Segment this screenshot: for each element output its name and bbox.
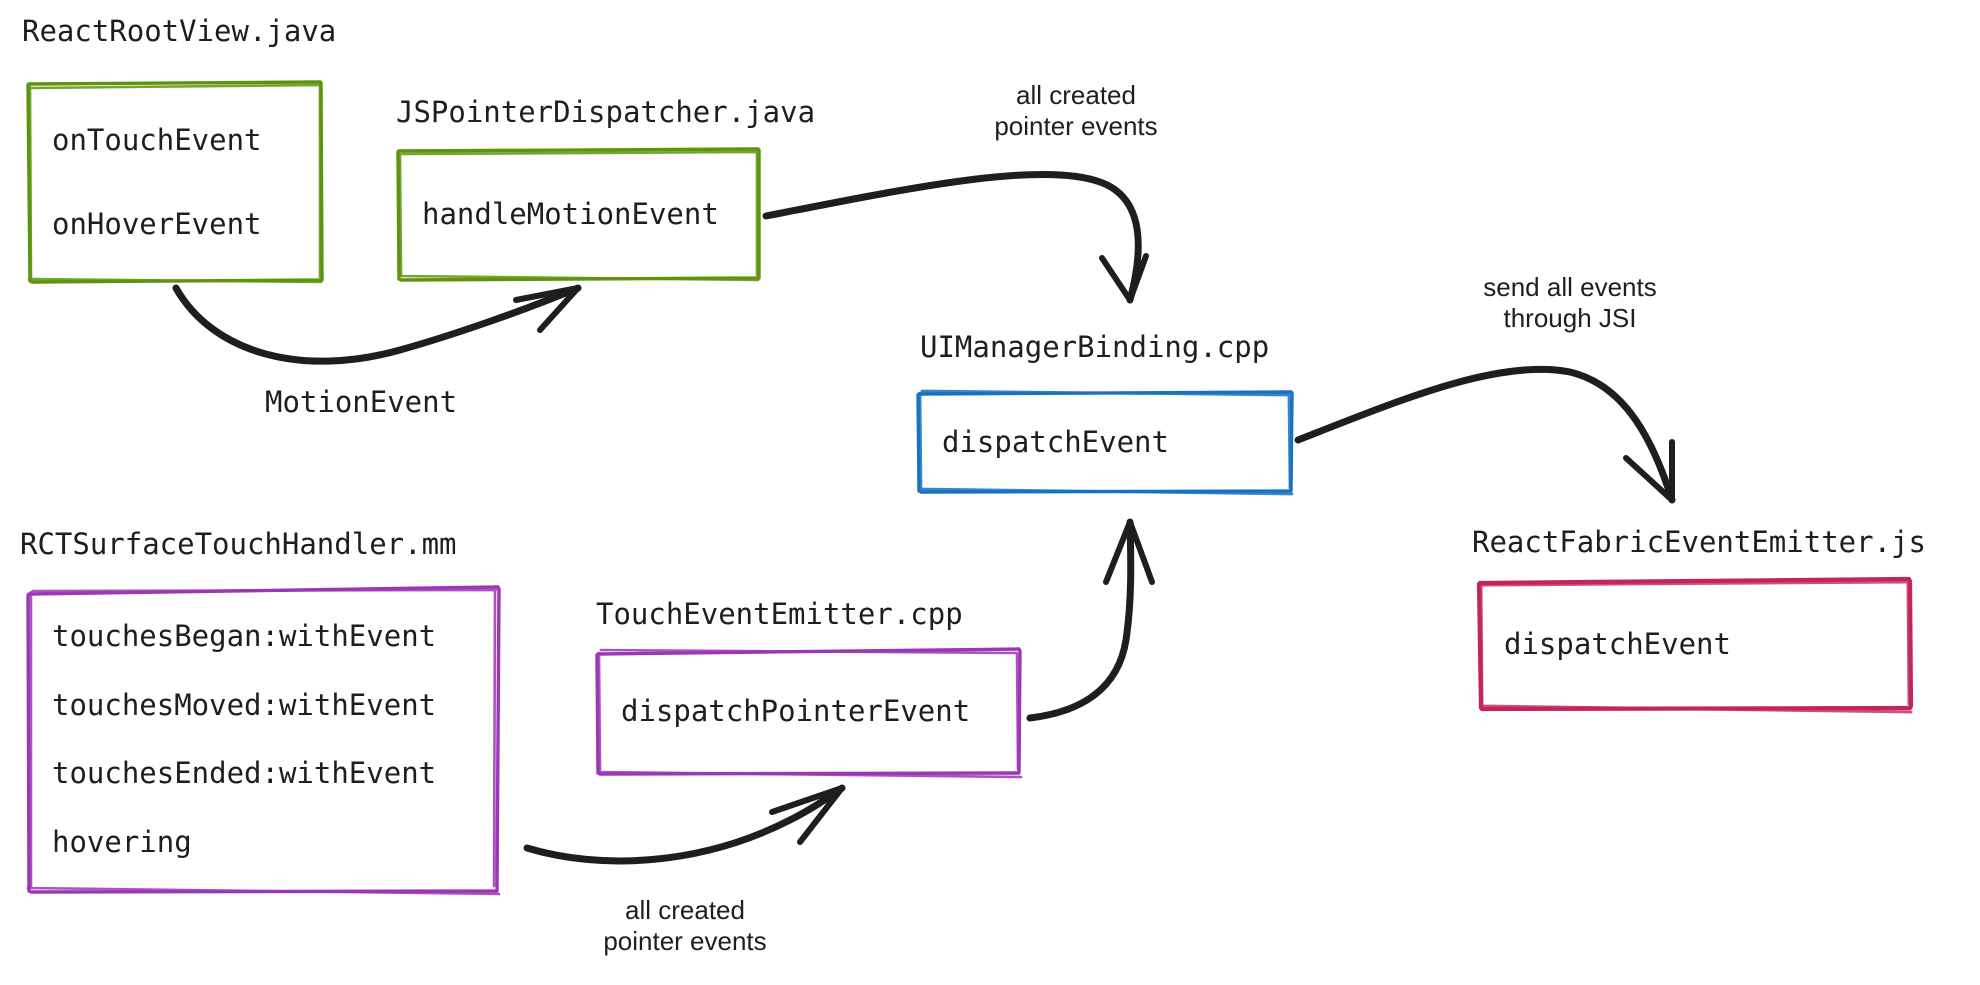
- arrow-android-pointer-events: [762, 170, 1149, 304]
- node-react-root-view[interactable]: onTouchEvent onHoverEvent: [26, 80, 324, 284]
- caption-react-root-view: ReactRootView.java: [22, 14, 337, 48]
- arrow-ios-pointer-events: [523, 784, 846, 865]
- node-line: hovering: [52, 825, 192, 860]
- arrow-motion-event: [172, 284, 582, 365]
- arrow-jsi-bridge: [1294, 365, 1676, 504]
- caption-rct-surface-touch-handler: RCTSurfaceTouchHandler.mm: [20, 527, 457, 561]
- edge-label-jsi-bridge: send all events through JSI: [1483, 272, 1657, 333]
- node-line: handleMotionEvent: [422, 196, 719, 231]
- caption-ui-manager-binding: UIManagerBinding.cpp: [920, 330, 1270, 364]
- node-react-fabric-event-emitter[interactable]: dispatchEvent: [1476, 576, 1914, 714]
- edge-label-motion-event: MotionEvent: [265, 385, 458, 419]
- caption-touch-event-emitter: TouchEventEmitter.cpp: [596, 597, 963, 631]
- node-line: touchesBegan:withEvent: [52, 618, 437, 653]
- node-line: onTouchEvent: [52, 123, 262, 158]
- node-line: dispatchEvent: [1504, 626, 1731, 661]
- caption-js-pointer-dispatcher: JSPointerDispatcher.java: [396, 95, 816, 129]
- node-ui-manager-binding[interactable]: dispatchEvent: [916, 389, 1294, 496]
- node-line: dispatchPointerEvent: [621, 693, 971, 728]
- node-line: touchesMoved:withEvent: [52, 687, 437, 722]
- node-line: dispatchEvent: [942, 424, 1169, 459]
- caption-react-fabric-event-emitter: ReactFabricEventEmitter.js: [1472, 525, 1926, 559]
- edge-label-ios-pointer-events: all created pointer events: [603, 895, 767, 956]
- node-line: onHoverEvent: [52, 206, 262, 241]
- arrow-emitter-to-binding: [1026, 518, 1155, 722]
- node-rct-surface-touch-handler[interactable]: touchesBegan:withEvent touchesMoved:with…: [26, 585, 501, 896]
- node-line: touchesEnded:withEvent: [52, 756, 437, 791]
- node-touch-event-emitter[interactable]: dispatchPointerEvent: [595, 647, 1023, 779]
- node-js-pointer-dispatcher[interactable]: handleMotionEvent: [396, 147, 761, 282]
- edge-label-android-pointer-events: all created pointer events: [994, 80, 1158, 141]
